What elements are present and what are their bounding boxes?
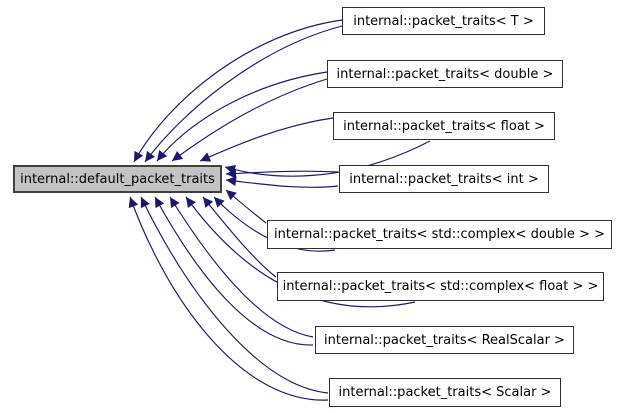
inheritance-edge <box>133 19 343 163</box>
inheritance-edge <box>199 117 334 162</box>
class-node-packet-traits-std-complex-double[interactable]: internal::packet_traits< std::complex< d… <box>267 220 612 249</box>
inheritance-edge <box>225 189 267 224</box>
inheritance-edge <box>202 196 277 278</box>
class-node-packet-traits-scalar[interactable]: internal::packet_traits< Scalar > <box>329 378 561 407</box>
inheritance-edge <box>171 78 328 162</box>
inheritance-edge <box>154 196 314 346</box>
class-node-default-packet-traits: internal::default_packet_traits <box>13 165 222 193</box>
inheritance-edge <box>144 25 343 163</box>
class-node-packet-traits-float[interactable]: internal::packet_traits< float > <box>333 112 555 140</box>
class-node-packet-traits-std-complex-float[interactable]: internal::packet_traits< std::complex< f… <box>277 272 604 301</box>
class-node-packet-traits-double[interactable]: internal::packet_traits< double > <box>327 60 563 88</box>
inheritance-edge <box>225 176 339 188</box>
inheritance-edge <box>156 71 328 162</box>
inheritance-edge <box>169 196 314 338</box>
inheritance-edge <box>224 140 431 177</box>
inheritance-edge <box>225 168 339 179</box>
class-node-packet-traits-T[interactable]: internal::packet_traits< T > <box>342 7 545 35</box>
inheritance-edge <box>128 196 329 401</box>
class-node-packet-traits-int[interactable]: internal::packet_traits< int > <box>339 165 549 193</box>
class-node-packet-traits-realscalar[interactable]: internal::packet_traits< RealScalar > <box>315 326 574 354</box>
inheritance-edge <box>140 196 329 394</box>
